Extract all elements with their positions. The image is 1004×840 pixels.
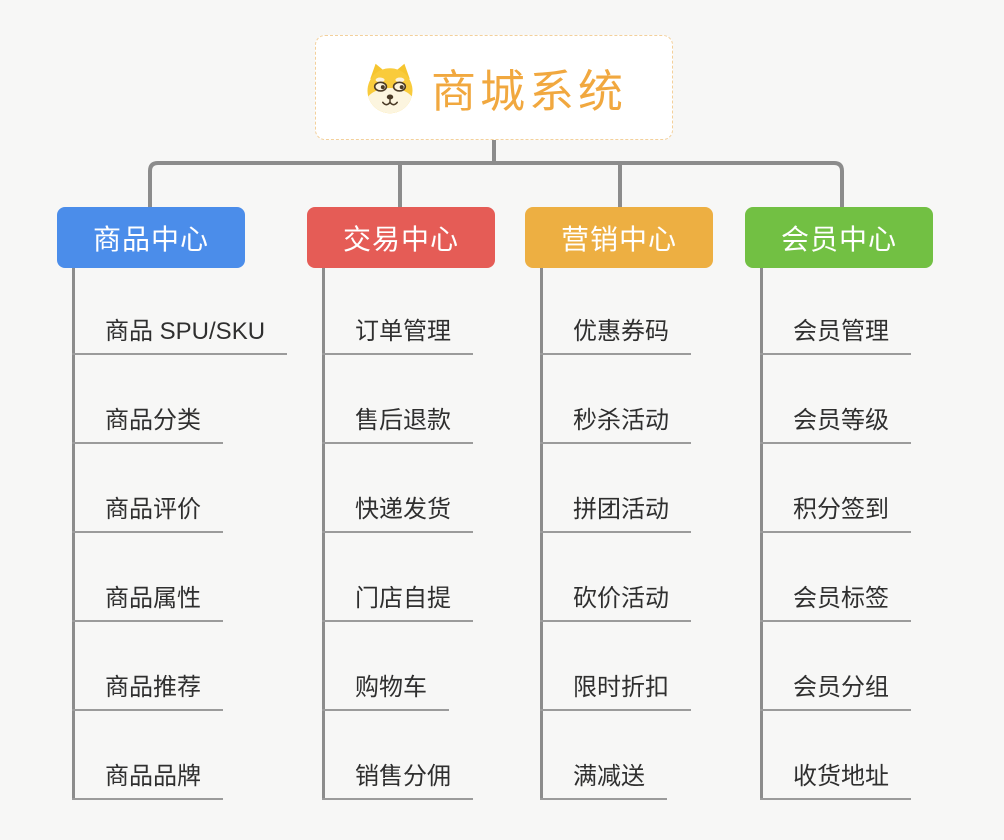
branch-trunk-line [72, 268, 75, 800]
branch-items: 订单管理售后退款快递发货门店自提购物车销售分佣 [307, 207, 495, 807]
sub-item[interactable]: 商品分类 [72, 408, 223, 444]
branch-header[interactable]: 营销中心 [525, 207, 713, 268]
sub-item[interactable]: 拼团活动 [540, 497, 691, 533]
branch-trunk-line [322, 268, 325, 800]
sub-item[interactable]: 商品品牌 [72, 764, 223, 800]
branch-column-3: 会员中心 会员管理会员等级积分签到会员标签会员分组收货地址 [745, 207, 933, 807]
sub-item[interactable]: 销售分佣 [322, 764, 473, 800]
sub-item[interactable]: 商品属性 [72, 586, 223, 622]
sub-item[interactable]: 商品 SPU/SKU [72, 319, 288, 355]
branch-header-label: 营销中心 [560, 223, 677, 255]
sub-item[interactable]: 门店自提 [322, 586, 473, 622]
root-node[interactable]: 商城系统 [315, 35, 673, 140]
sub-item[interactable]: 快递发货 [322, 497, 473, 533]
branch-rail-line [148, 161, 844, 207]
branch-column-1: 交易中心 订单管理售后退款快递发货门店自提购物车销售分佣 [307, 207, 495, 807]
sub-item[interactable]: 购物车 [322, 675, 449, 711]
sub-item[interactable]: 收货地址 [760, 764, 911, 800]
sub-item[interactable]: 优惠券码 [540, 319, 691, 355]
sub-item[interactable]: 会员管理 [760, 319, 911, 355]
branch-items: 优惠券码秒杀活动拼团活动砍价活动限时折扣满减送 [525, 207, 713, 807]
branch-header-label: 交易中心 [342, 223, 459, 255]
sub-item[interactable]: 满减送 [540, 764, 667, 800]
branch-trunk-line [540, 268, 543, 800]
branch-trunk-line [760, 268, 763, 800]
sub-item[interactable]: 限时折扣 [540, 675, 691, 711]
sub-item[interactable]: 会员分组 [760, 675, 911, 711]
branch-column-0: 商品中心 商品 SPU/SKU 商品分类商品评价商品属性商品推荐商品品牌 [57, 207, 288, 807]
branch-header[interactable]: 商品中心 [57, 207, 245, 268]
root-title: 商城系统 [430, 66, 627, 117]
sub-item[interactable]: 订单管理 [322, 319, 473, 355]
branch-column-2: 营销中心 优惠券码秒杀活动拼团活动砍价活动限时折扣满减送 [525, 207, 713, 807]
sub-item[interactable]: 商品推荐 [72, 675, 223, 711]
branch-items: 商品 SPU/SKU 商品分类商品评价商品属性商品推荐商品品牌 [57, 207, 288, 807]
sub-item[interactable]: 积分签到 [760, 497, 911, 533]
branch-header-label: 会员中心 [780, 223, 897, 255]
sub-item[interactable]: 秒杀活动 [540, 408, 691, 444]
sub-item[interactable]: 砍价活动 [540, 586, 691, 622]
branch-items: 会员管理会员等级积分签到会员标签会员分组收货地址 [745, 207, 933, 807]
shiba-dog-icon [367, 63, 413, 113]
sub-item[interactable]: 售后退款 [322, 408, 473, 444]
branch-header[interactable]: 交易中心 [307, 207, 495, 268]
branch-header[interactable]: 会员中心 [745, 207, 933, 268]
sub-item[interactable]: 会员等级 [760, 408, 911, 444]
sub-item[interactable]: 会员标签 [760, 586, 911, 622]
branch-header-label: 商品中心 [92, 223, 209, 255]
sub-item[interactable]: 商品评价 [72, 497, 223, 533]
